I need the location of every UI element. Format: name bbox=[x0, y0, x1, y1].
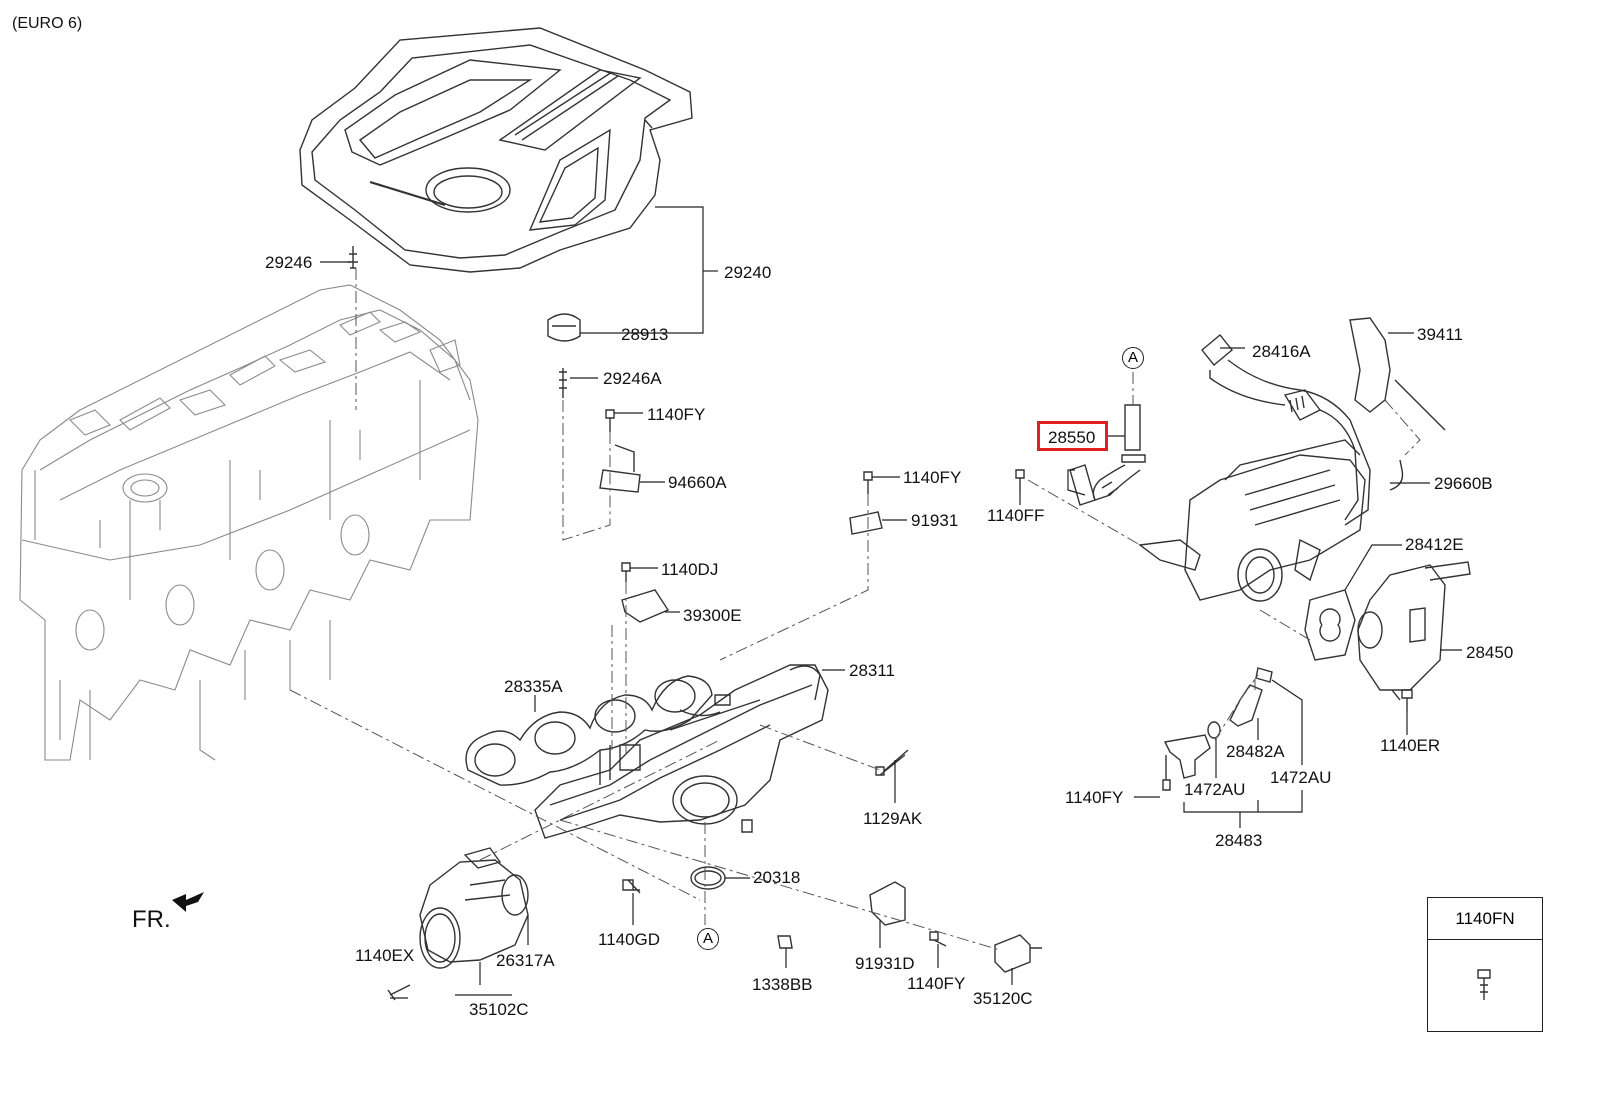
part-label-28416A[interactable]: 28416A bbox=[1252, 342, 1311, 361]
part-label-1472AU-b[interactable]: 1472AU bbox=[1184, 780, 1246, 799]
part-label-28335A[interactable]: 28335A bbox=[504, 677, 563, 696]
engine-cover-29240 bbox=[299, 27, 693, 273]
part-label-1129AK[interactable]: 1129AK bbox=[863, 809, 923, 828]
part-label-1140FY-a[interactable]: 1140FY bbox=[647, 405, 706, 424]
dome-grommet-28913-icon bbox=[547, 313, 581, 342]
bolt-1140FY-b-icon bbox=[863, 471, 873, 494]
callout-a-top: A bbox=[1122, 347, 1144, 369]
part-label-1338BB[interactable]: 1338BB bbox=[752, 975, 813, 994]
part-label-1140FY-c[interactable]: 1140FY bbox=[907, 974, 966, 993]
part-label-91931D[interactable]: 91931D bbox=[855, 954, 915, 973]
bracket-94660A-icon bbox=[599, 444, 641, 493]
part-label-1140EX[interactable]: 1140EX bbox=[355, 946, 415, 965]
bolt-1140FY-d-icon bbox=[1162, 755, 1171, 791]
part-label-1140FF[interactable]: 1140FF bbox=[987, 506, 1045, 525]
part-label-1140FY-d[interactable]: 1140FY bbox=[1065, 788, 1124, 807]
front-arrow-icon bbox=[172, 892, 204, 912]
bolt-1140FY-c-icon bbox=[929, 931, 947, 947]
part-label-1140GD[interactable]: 1140GD bbox=[598, 930, 661, 949]
part-label-28483[interactable]: 28483 bbox=[1215, 831, 1263, 850]
part-label-20318[interactable]: 20318 bbox=[753, 868, 801, 887]
part-label-35120C[interactable]: 35120C bbox=[973, 989, 1033, 1008]
diagram-variant-label: (EURO 6) bbox=[12, 15, 83, 32]
front-direction-label: FR. bbox=[132, 906, 171, 933]
bolt-1140DJ-icon bbox=[621, 562, 631, 582]
part-label-28482A[interactable]: 28482A bbox=[1226, 742, 1285, 761]
cylinder-head bbox=[19, 284, 479, 761]
part-label-28550[interactable]: 28550 bbox=[1048, 428, 1096, 447]
gasket-28335A bbox=[465, 675, 713, 786]
leader-lines bbox=[320, 206, 1462, 999]
bracket-91931-icon bbox=[849, 511, 883, 535]
egr-valve-28450 bbox=[1357, 561, 1471, 701]
bolt-1140FN-icon bbox=[1477, 969, 1491, 1000]
center-lines bbox=[289, 268, 1421, 951]
bracket-91931D-icon bbox=[869, 881, 906, 926]
nut-1338BB-icon bbox=[777, 935, 793, 949]
part-label-1140FY-b[interactable]: 1140FY bbox=[903, 468, 962, 487]
throttle-body-35102C bbox=[387, 847, 529, 1001]
bolt-1140ER-icon bbox=[1401, 689, 1413, 712]
part-label-28311[interactable]: 28311 bbox=[849, 661, 896, 680]
legend-box: 1140FN bbox=[1427, 897, 1543, 1032]
callout-a-bottom: A bbox=[697, 928, 719, 950]
bolt-1140FF-icon bbox=[1015, 469, 1025, 492]
part-label-29246A[interactable]: 29246A bbox=[603, 369, 662, 388]
part-label-28913[interactable]: 28913 bbox=[621, 325, 669, 344]
part-label-28450[interactable]: 28450 bbox=[1466, 643, 1514, 662]
part-label-29240[interactable]: 29240 bbox=[724, 263, 772, 282]
sensor-39300E-icon bbox=[621, 589, 670, 623]
intake-manifold-28311 bbox=[534, 664, 829, 839]
pipe-28483-icon bbox=[1163, 734, 1211, 779]
legend-part-number: 1140FN bbox=[1428, 898, 1542, 940]
part-label-35102C[interactable]: 35102C bbox=[469, 1000, 529, 1019]
part-label-1140DJ[interactable]: 1140DJ bbox=[661, 560, 719, 579]
part-label-26317A[interactable]: 26317A bbox=[496, 951, 555, 970]
part-label-28412E[interactable]: 28412E bbox=[1405, 535, 1464, 554]
egr-cooler-body bbox=[1138, 439, 1366, 602]
highlight-box-28550 bbox=[1037, 421, 1108, 451]
bolt-1140FY-icon bbox=[605, 409, 615, 432]
part-label-39300E[interactable]: 39300E bbox=[683, 606, 742, 625]
clamp-1472AU-b-icon bbox=[1207, 721, 1221, 739]
part-label-39411[interactable]: 39411 bbox=[1417, 325, 1464, 344]
part-label-91931[interactable]: 91931 bbox=[911, 511, 959, 530]
clamp-1472AU-icon bbox=[1255, 667, 1273, 683]
bolt-1140GD-icon bbox=[622, 879, 641, 894]
egr-pipe-28550 bbox=[1069, 404, 1146, 506]
gasket-28412E-icon bbox=[1304, 589, 1356, 661]
bolt-1129AK-icon bbox=[875, 749, 909, 776]
part-label-94660A[interactable]: 94660A bbox=[668, 473, 727, 492]
part-label-29660B[interactable]: 29660B bbox=[1434, 474, 1493, 493]
stud-29246A-icon bbox=[559, 368, 567, 398]
sensor-35120C-icon bbox=[994, 934, 1042, 973]
part-label-1472AU-a[interactable]: 1472AU bbox=[1270, 768, 1332, 787]
hose-28482A-icon bbox=[1229, 684, 1263, 727]
part-label-29246[interactable]: 29246 bbox=[265, 253, 313, 272]
part-label-1140ER[interactable]: 1140ER bbox=[1380, 736, 1441, 755]
stud-29246-icon bbox=[348, 246, 358, 269]
hose-29660B-icon bbox=[1389, 459, 1404, 491]
egr-pipe-28416A bbox=[1201, 334, 1371, 526]
